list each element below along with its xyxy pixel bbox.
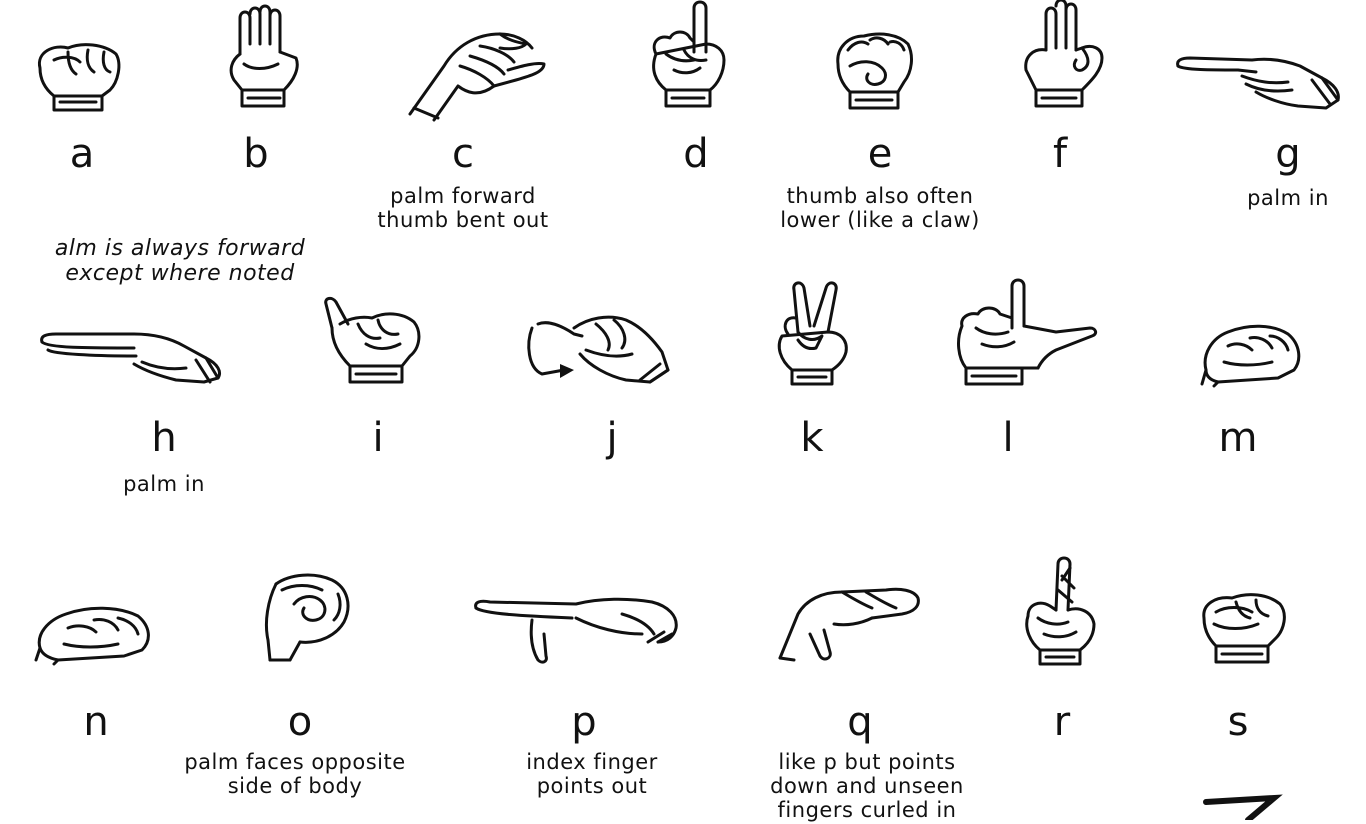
curved-c-hand-icon (404, 26, 550, 122)
fist-tilted-hand-icon (34, 602, 154, 666)
sign-note: palm in (1247, 186, 1329, 210)
o-shape-hand-icon (254, 570, 354, 662)
sign-letter: q (847, 699, 873, 745)
curled-fingers-hand-icon (828, 30, 916, 112)
three-fingers-up-hand-icon (1016, 0, 1112, 108)
sign-letter: i (372, 415, 384, 461)
sign-note: palm faces opposite side of body (184, 750, 406, 798)
sign-letter: j (606, 415, 618, 461)
v-fingers-thumb-hand-icon (768, 276, 856, 386)
sign-letter: a (69, 131, 95, 177)
sign-letter: m (1218, 415, 1258, 461)
two-fingers-pointing-side-hand-icon (38, 326, 226, 386)
sign-letter: e (867, 131, 893, 177)
sign-note: index finger points out (526, 750, 658, 798)
l-shape-hand-icon (952, 278, 1098, 386)
pointing-down-hand-icon (776, 584, 922, 664)
sign-letter: k (800, 415, 824, 461)
pinky-up-hand-icon (322, 294, 426, 386)
sign-letter: g (1275, 131, 1301, 177)
sign-letter: h (151, 415, 177, 461)
flat-hand-fingers-up-icon (222, 4, 306, 108)
z-stroke-icon (1200, 792, 1284, 824)
sign-letter: r (1053, 699, 1071, 745)
index-up-hand-icon (644, 0, 732, 108)
pinky-hook-hand-icon (522, 310, 674, 390)
fist-down-hand-icon (1198, 322, 1304, 388)
index-pointing-side-hand-icon (1172, 52, 1344, 116)
fist-thumb-side-hand-icon (30, 38, 126, 112)
sign-note: like p but points down and unseen finger… (770, 750, 964, 822)
sign-letter: f (1052, 131, 1068, 177)
sign-note: palm in (123, 472, 205, 496)
sign-letter: d (683, 131, 709, 177)
sign-letter: o (287, 699, 313, 745)
legend-note: alm is always forward except where noted (54, 236, 306, 286)
sign-note: palm forward thumb bent out (377, 184, 549, 232)
sign-letter: l (1002, 415, 1014, 461)
closed-fist-hand-icon (1196, 590, 1290, 664)
sign-letter: n (83, 699, 109, 745)
sign-letter: p (571, 699, 597, 745)
sign-letter: s (1227, 699, 1249, 745)
sign-letter: c (452, 131, 474, 177)
sign-letter: b (243, 131, 269, 177)
index-out-down-hand-icon (472, 592, 680, 666)
crossed-fingers-hand-icon (1018, 556, 1102, 666)
sign-note: thumb also often lower (like a claw) (780, 184, 980, 232)
